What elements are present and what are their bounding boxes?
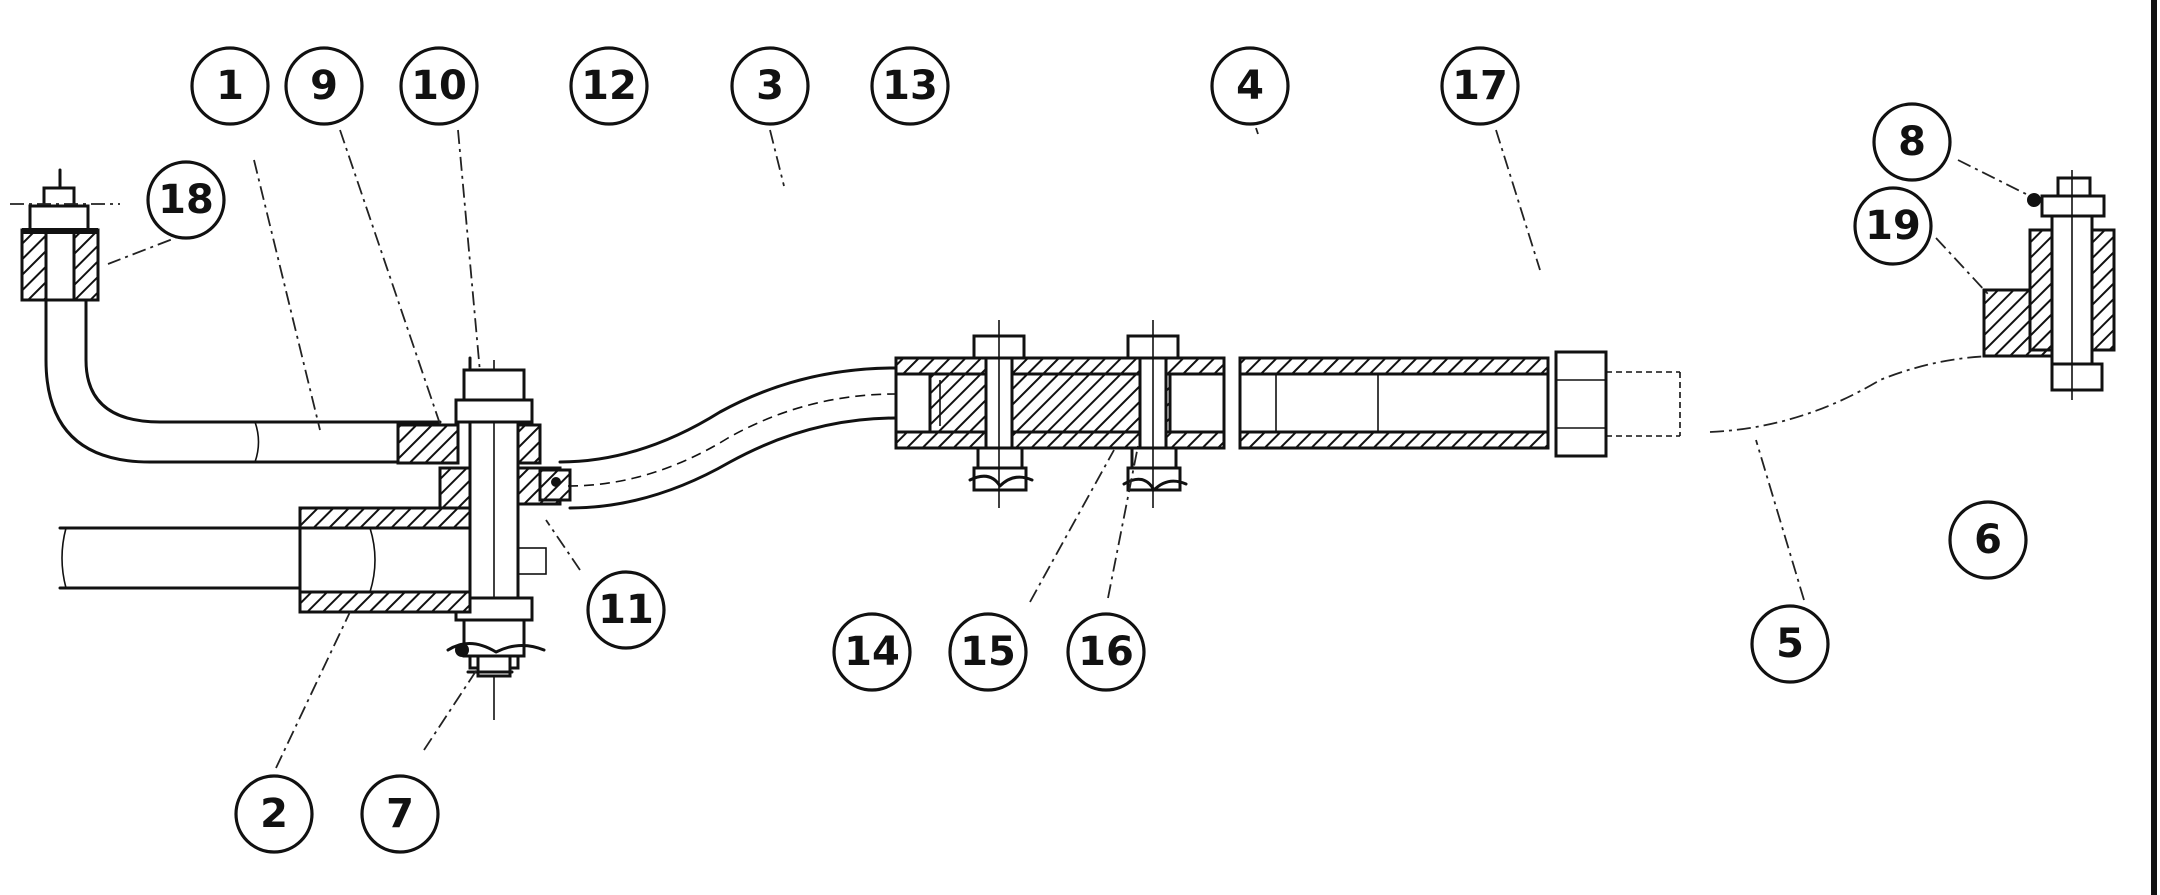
callout-13: 13 [870, 46, 950, 126]
left-pivot-joint [396, 356, 572, 720]
callout-label: 9 [310, 63, 338, 109]
callout-1: 1 [190, 46, 270, 126]
arm-rod [44, 298, 442, 464]
callout-2: 2 [234, 774, 314, 854]
callout-9: 9 [284, 46, 364, 126]
callout-16: 16 [1066, 612, 1146, 692]
right-arm [1709, 355, 2001, 433]
callout-label: 8 [1898, 119, 1926, 165]
callout-label: 17 [1452, 63, 1508, 109]
callout-label: 5 [1776, 621, 1804, 667]
leader-lines [107, 127, 2031, 769]
threaded-tube [1238, 350, 1681, 458]
left-ball-joint [10, 168, 120, 302]
callout-12: 12 [569, 46, 649, 126]
callout-15: 15 [948, 612, 1028, 692]
callout-7: 7 [360, 774, 440, 854]
callout-label: 14 [844, 629, 900, 675]
drag-link [551, 366, 898, 510]
callout-10: 10 [399, 46, 479, 126]
callout-18: 18 [146, 160, 226, 240]
callout-17: 17 [1440, 46, 1520, 126]
callout-8: 8 [1872, 102, 1952, 182]
callout-label: 16 [1078, 629, 1134, 675]
callout-label: 15 [960, 629, 1016, 675]
callout-5: 5 [1750, 604, 1830, 684]
callout-19: 19 [1853, 186, 1933, 266]
right-ball-joint [1982, 170, 2116, 400]
callout-label: 7 [386, 791, 414, 837]
callout-label: 19 [1865, 203, 1921, 249]
callout-11: 11 [586, 570, 666, 650]
callout-label: 3 [756, 63, 784, 109]
callout-label: 6 [1974, 517, 2002, 563]
callout-label: 10 [411, 63, 467, 109]
callout-label: 11 [598, 587, 654, 633]
callout-label: 1 [216, 63, 244, 109]
callout-label: 18 [158, 177, 214, 223]
callout-6: 6 [1948, 500, 2028, 580]
cross-tube [58, 506, 547, 614]
callout-label: 13 [882, 63, 938, 109]
adjuster-clamp [894, 320, 1226, 508]
callout-3: 3 [730, 46, 810, 126]
callout-label: 12 [581, 63, 637, 109]
callout-label: 2 [260, 791, 288, 837]
callout-label: 4 [1236, 63, 1264, 109]
callout-14: 14 [832, 612, 912, 692]
callout-4: 4 [1210, 46, 1290, 126]
